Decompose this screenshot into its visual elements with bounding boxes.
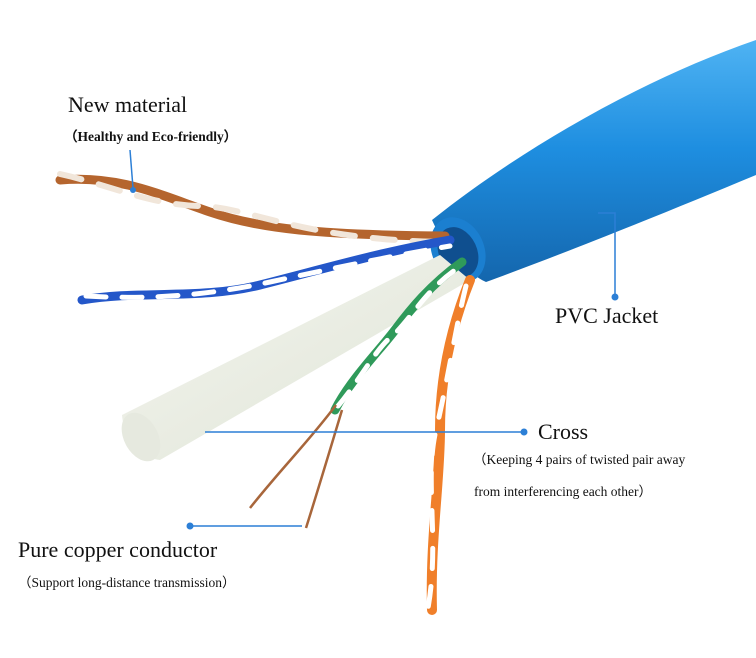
pvc-jacket-title: PVC Jacket (555, 303, 659, 328)
leader-lines (129, 149, 619, 530)
blue-twisted-pair (77, 235, 455, 305)
orange-twisted-pair (425, 275, 475, 615)
cross-note-line2: from interferencing each other） (474, 484, 653, 499)
cross-separator (121, 255, 470, 462)
copper-title: Pure copper conductor (18, 537, 218, 562)
new-material-title: New material (68, 92, 188, 117)
green-twisted-pair (330, 257, 467, 415)
copper-conductors (249, 404, 344, 529)
new-material-note: （Healthy and Eco-friendly） (64, 129, 238, 144)
copper-note: （Support long-distance transmission） (18, 575, 236, 590)
cross-note-line1: （Keeping 4 pairs of twisted pair away (473, 452, 686, 467)
cross-title: Cross (538, 419, 589, 444)
brown-twisted-pair (55, 171, 450, 245)
pvc-jacket (430, 40, 756, 283)
